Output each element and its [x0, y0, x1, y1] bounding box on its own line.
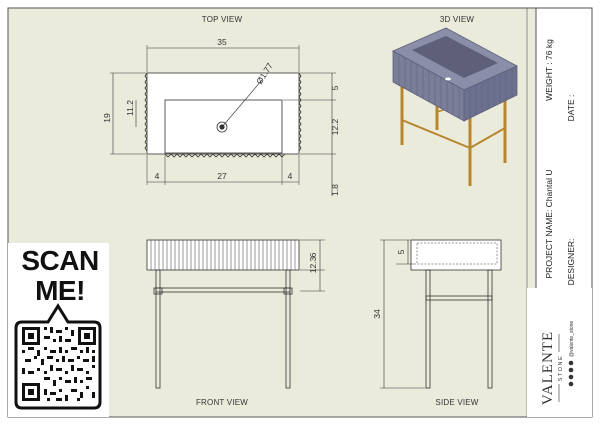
- scan-me-line-1: SCAN: [21, 245, 99, 276]
- scan-me-line-2: ME!: [35, 275, 85, 306]
- dim-right-basin: 12.2: [330, 118, 340, 135]
- front-leg-right: [285, 269, 291, 389]
- front-view: [146, 239, 325, 389]
- title-date: DATE :: [566, 95, 576, 122]
- 3d-fluting: [398, 55, 513, 118]
- brand-socials: @valente_stone: [568, 321, 575, 387]
- dim-right-gap: 5: [330, 85, 340, 90]
- dim-basin-depth: 11.2: [125, 100, 135, 116]
- 3d-view-title: 3D VIEW: [440, 15, 475, 24]
- title-project: PROJECT NAME: Chantal U: [544, 170, 554, 279]
- side-view-slab: [410, 239, 502, 271]
- front-bracket-left: [153, 287, 163, 295]
- top-view-outline: [146, 72, 300, 155]
- top-view-title: TOP VIEW: [202, 15, 243, 24]
- drain-outer: [216, 121, 228, 133]
- dim-bottom-left: 4: [155, 171, 160, 181]
- top-view-right-fluting: [298, 72, 302, 152]
- title-weight: WEIGHT : 76 kg: [544, 39, 554, 101]
- 3d-drain: [445, 77, 451, 81]
- dim-top-depth: 19: [102, 113, 112, 123]
- social-icon-3: [568, 367, 574, 373]
- front-bracket-right: [283, 287, 293, 295]
- basin-outline: [164, 99, 283, 154]
- title-designer: DESIGNER:: [566, 239, 576, 286]
- front-view-title: FRONT VIEW: [196, 398, 248, 407]
- front-view-fluting: [150, 240, 296, 270]
- 3d-slab-side: [463, 65, 518, 122]
- brand-panel: [527, 288, 592, 417]
- scan-me-heading: SCAN ME!: [14, 246, 106, 306]
- dim-side-height: 34: [372, 309, 382, 319]
- dim-bottom-mid: 27: [217, 171, 227, 181]
- dim-front-height: 12.3: [308, 256, 318, 273]
- dim-front-apron: 6: [308, 252, 318, 257]
- side-view-title: SIDE VIEW: [435, 398, 478, 407]
- dim-top-width: 35: [217, 37, 227, 47]
- side-leg-left: [425, 269, 431, 389]
- brand-handle: @valente_stone: [569, 321, 575, 357]
- social-icon-1: [568, 381, 574, 387]
- qr-code: [21, 326, 97, 402]
- side-leg-right: [487, 269, 493, 389]
- 3d-view: [392, 27, 518, 186]
- top-view-front-fluting: [164, 153, 286, 158]
- brand-logo: VALENTE STONE: [540, 331, 564, 405]
- brand-name: VALENTE: [540, 331, 556, 405]
- dim-bottom-edge: 1.8: [330, 184, 340, 196]
- dim-side-apron: 5: [396, 249, 406, 254]
- side-view: [380, 239, 502, 389]
- social-icon-4: [568, 360, 574, 366]
- dim-bottom-right: 4: [288, 171, 293, 181]
- front-leg-left: [155, 269, 161, 389]
- side-crossbar: [425, 295, 493, 301]
- 3d-basin: [412, 36, 498, 78]
- brand-sub: STONE: [558, 355, 564, 381]
- front-crossbar: [155, 287, 291, 293]
- drain-leader: [221, 79, 263, 128]
- social-icon-2: [568, 374, 574, 380]
- side-view-basin-hidden: [416, 242, 498, 265]
- top-view-left-fluting: [144, 72, 148, 152]
- top-view: [110, 45, 336, 196]
